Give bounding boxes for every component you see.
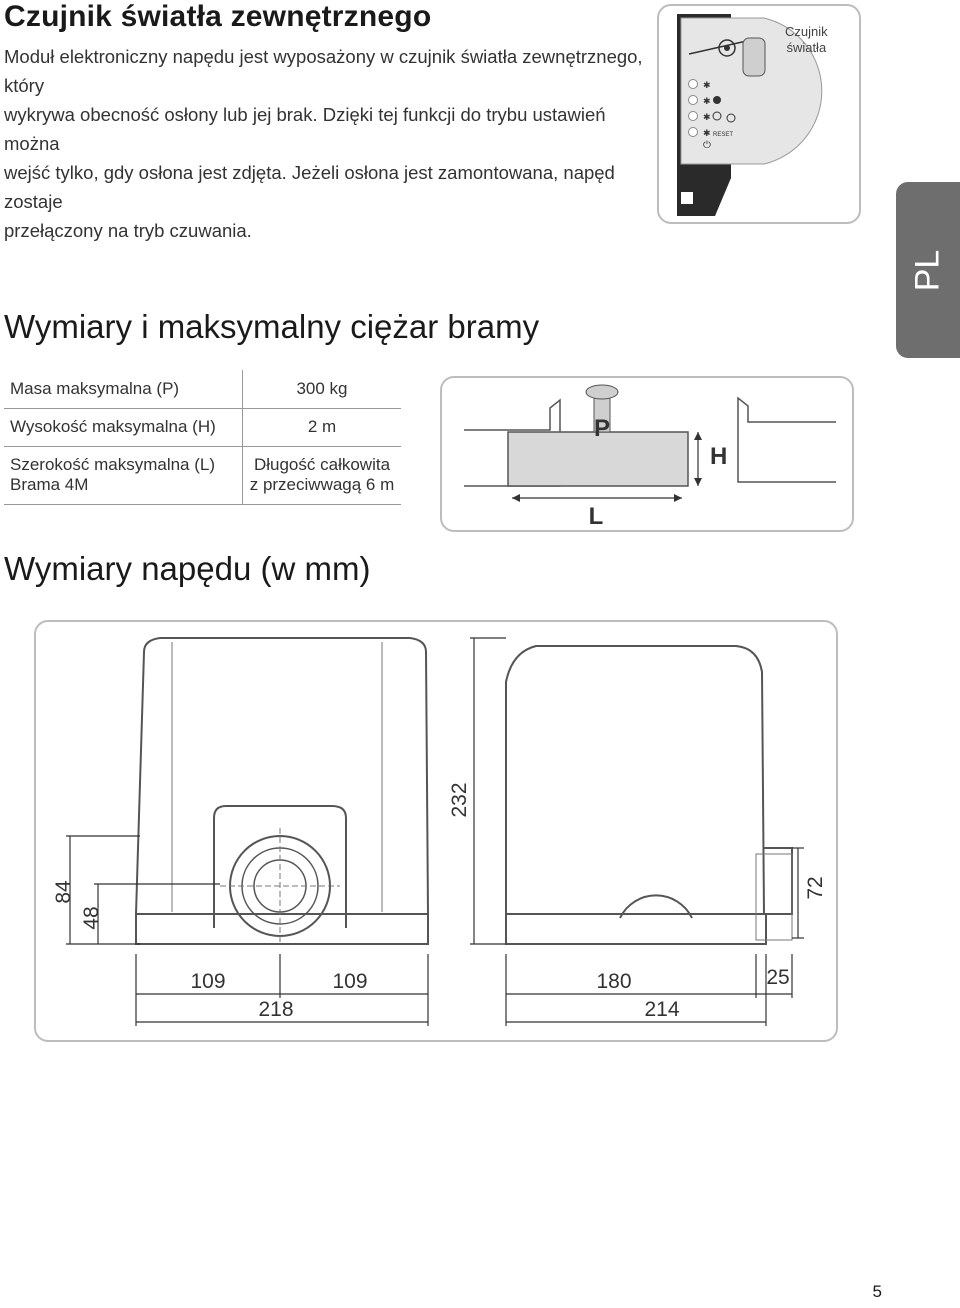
table-cell-value: 2 m (242, 408, 401, 447)
table-cell-value: 300 kg (242, 370, 401, 409)
panel-reset-label: RESET (713, 132, 733, 138)
dim-109-right: 109 (332, 970, 367, 993)
dim-84: 84 (52, 880, 75, 904)
dim-48: 48 (80, 906, 103, 929)
gate-label-h: H (710, 443, 727, 470)
drive-figure: 84 48 109 109 218 232 72 180 25 214 (34, 620, 838, 1042)
svg-text:✱: ✱ (703, 80, 711, 90)
gate-label-l: L (589, 503, 604, 530)
gate-label-p: P (594, 415, 610, 442)
page-title: Czujnik światła zewnętrznego (4, 0, 432, 33)
intro-paragraph: Moduł elektroniczny napędu jest wyposażo… (4, 42, 654, 245)
svg-text:✱: ✱ (703, 112, 711, 122)
dim-218: 218 (258, 998, 293, 1021)
svg-text:⏻: ⏻ (703, 140, 711, 151)
intro-line: Moduł elektroniczny napędu jest wyposażo… (4, 46, 643, 96)
sensor-label: Czujnik światła (785, 24, 828, 56)
intro-line: przełączony na tryb czuwania. (4, 220, 252, 241)
language-tab: PL (896, 182, 960, 358)
gate-heading: Wymiary i maksymalny ciężar bramy (4, 308, 540, 345)
svg-text:✱: ✱ (703, 96, 711, 106)
value-line: Długość całkowita (253, 455, 391, 474)
dim-214: 214 (644, 998, 679, 1021)
spec-table: Masa maksymalna (P) 300 kg Wysokość maks… (4, 370, 401, 505)
label-line: Brama 4M (10, 475, 89, 494)
gate-diagram: P H L (464, 384, 836, 530)
table-cell-label: Masa maksymalna (P) (4, 370, 243, 409)
dim-109-left: 109 (190, 970, 225, 993)
sensor-figure: ✱ ✱ ✱ ✱ ⏻ RESET Czujnik światła (657, 4, 861, 224)
table-cell-value: Długość całkowita z przeciwwagą 6 m (242, 446, 401, 505)
gate-figure: P H L (440, 376, 854, 532)
label-line: Szerokość maksymalna (L) (10, 455, 216, 474)
table-cell-label: Szerokość maksymalna (L) Brama 4M (4, 446, 243, 505)
sensor-label-line: Czujnik (785, 24, 828, 39)
table-row: Wysokość maksymalna (H) 2 m (4, 408, 401, 447)
table-row: Szerokość maksymalna (L) Brama 4M Długoś… (4, 446, 401, 505)
table-row: Masa maksymalna (P) 300 kg (4, 370, 401, 409)
dim-180: 180 (596, 970, 631, 993)
dim-25: 25 (766, 966, 789, 989)
drive-drawing: 84 48 109 109 218 232 72 180 25 214 (52, 637, 827, 1026)
page-number: 5 (872, 1282, 882, 1301)
drive-heading: Wymiary napędu (w mm) (4, 550, 371, 587)
intro-line: wejść tylko, gdy osłona jest zdjęta. Jeż… (4, 162, 615, 212)
value-line: z przeciwwagą 6 m (249, 475, 395, 494)
dim-72: 72 (804, 876, 827, 899)
dim-232: 232 (448, 782, 471, 817)
svg-text:✱: ✱ (703, 128, 711, 138)
sensor-label-line: światła (786, 40, 827, 55)
sensor-illustration: ✱ ✱ ✱ ✱ ⏻ RESET (677, 14, 823, 216)
table-cell-label: Wysokość maksymalna (H) (4, 408, 243, 447)
intro-line: wykrywa obecność osłony lub jej brak. Dz… (4, 104, 606, 154)
language-tab-label: PL (908, 249, 947, 291)
